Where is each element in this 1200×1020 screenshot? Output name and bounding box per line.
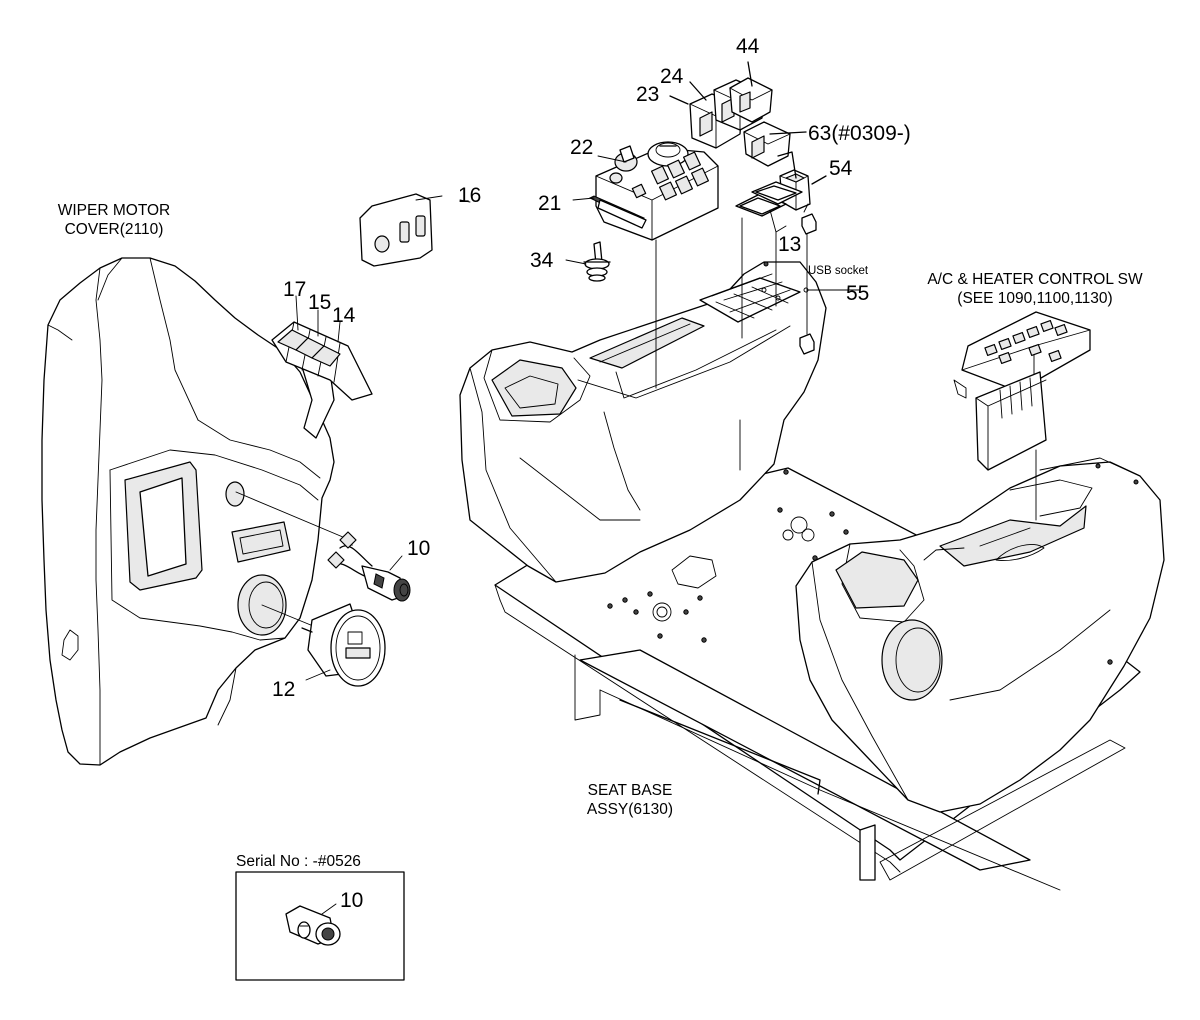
small-switch-54	[778, 152, 826, 210]
rocker-switches-top	[670, 62, 806, 166]
part-label-12: 12	[272, 678, 296, 701]
usb-socket	[800, 214, 860, 354]
bolt-34	[584, 242, 610, 281]
right-console	[796, 458, 1164, 812]
part-label-13: 13	[778, 233, 802, 256]
rocker-switch-block	[272, 322, 372, 400]
part-label-34: 34	[530, 249, 554, 272]
part-label-63: 63(#0309-)	[808, 122, 911, 145]
ac-heater-caption: A/C & HEATER CONTROL SW (SEE 1090,1100,1…	[905, 270, 1165, 309]
part-label-21: 21	[538, 192, 562, 215]
main-control-panel	[590, 142, 718, 240]
part-label-14: 14	[332, 304, 356, 327]
leader-lines	[296, 156, 820, 794]
seat-base-caption: SEAT BASE ASSY(6130)	[580, 781, 680, 820]
left-console	[460, 262, 826, 582]
part-label-10-inset: 10	[340, 889, 364, 912]
part-label-15: 15	[308, 291, 332, 314]
hour-meter-gauge	[262, 604, 385, 686]
part-label-16: 16	[458, 184, 482, 207]
serial-inset-box	[236, 872, 404, 980]
seat-caption-line: SEAT BASE ASSY(6130)	[586, 782, 674, 819]
part-label-44: 44	[736, 35, 760, 58]
blank-plates-13	[736, 182, 802, 232]
part-label-22: 22	[570, 136, 594, 159]
part-label-10: 10	[407, 537, 431, 560]
ac-caption-line: A/C & HEATER CONTROL SW (SEE 1090,1100,1…	[927, 271, 1143, 308]
switch-cover-plate	[360, 194, 432, 266]
usb-socket-label: USB socket	[808, 265, 869, 277]
serial-number-note: Serial No : -#0526	[236, 853, 361, 870]
wiper-motor-cover-caption: WIPER MOTOR COVER(2110)	[44, 201, 184, 240]
part-label-17: 17	[283, 278, 307, 301]
part-label-55: 55	[846, 282, 870, 305]
ac-heater-control-switch	[954, 312, 1090, 520]
wiper-caption-line: WIPER MOTOR COVER(2110)	[57, 202, 171, 239]
wiper-motor-cover	[42, 258, 334, 765]
part-label-23: 23	[636, 83, 660, 106]
cigar-lighter	[236, 492, 410, 601]
part-label-24: 24	[660, 65, 684, 88]
part-label-54: 54	[829, 157, 853, 180]
